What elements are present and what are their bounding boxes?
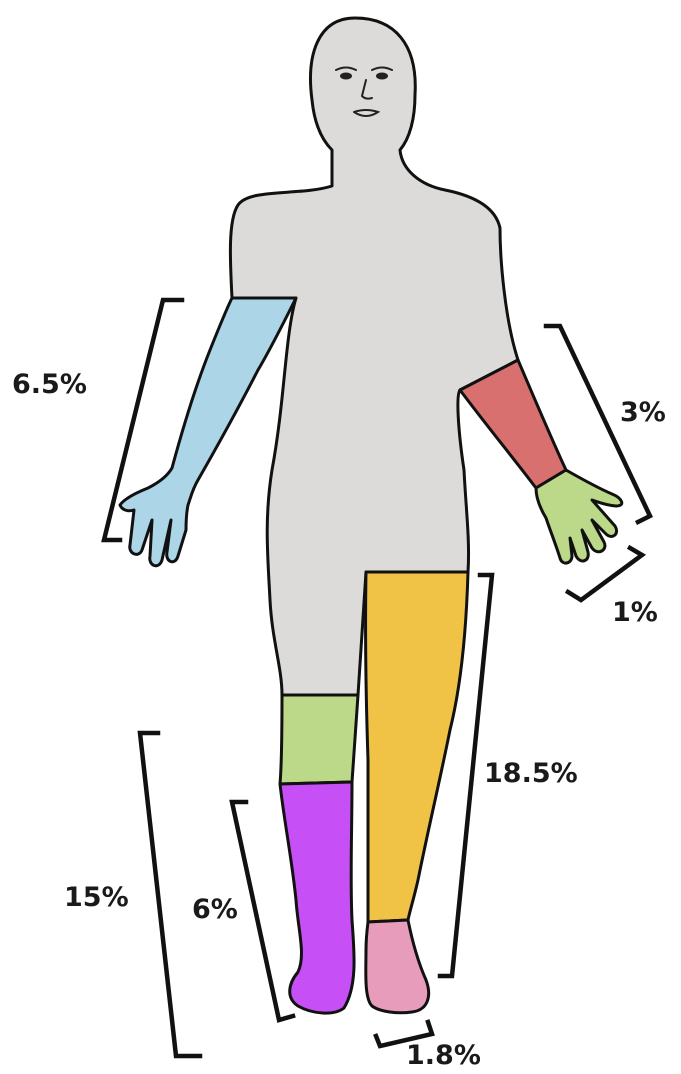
left-hand xyxy=(536,470,622,563)
label-left-forearm: 3% xyxy=(620,397,666,428)
left-foot xyxy=(366,920,429,1013)
left-eye xyxy=(340,73,352,80)
bracket-right-lower-leg xyxy=(232,802,293,1020)
bracket-right-leg-total xyxy=(140,733,200,1056)
left-leg xyxy=(366,572,468,922)
label-right-leg-total: 15% xyxy=(64,882,129,913)
right-eye xyxy=(376,73,388,80)
right-knee xyxy=(280,695,358,784)
label-right-lower-leg: 6% xyxy=(192,894,238,925)
label-left-foot: 1.8% xyxy=(406,1040,481,1071)
right-lower-leg xyxy=(280,782,354,1013)
label-left-leg: 18.5% xyxy=(484,758,578,789)
label-left-hand: 1% xyxy=(612,597,658,628)
label-right-arm: 6.5% xyxy=(12,369,87,400)
